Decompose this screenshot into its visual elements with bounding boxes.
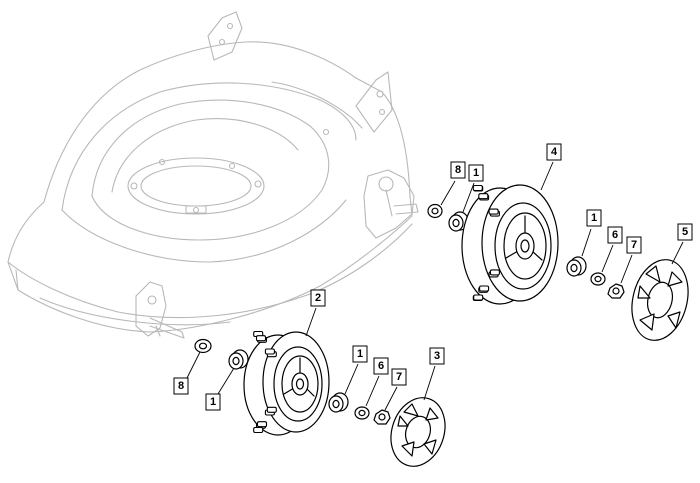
tread-lug [255, 335, 267, 342]
callout-8-front: 8 [173, 377, 189, 395]
washer-part-6-front [354, 406, 370, 420]
bushing-part-1-front-outer [328, 392, 349, 413]
tread-lug [478, 193, 489, 200]
callout-3: 3 [429, 347, 445, 365]
tread-lug [489, 269, 500, 276]
callout-1-rear-outer: 1 [586, 209, 602, 227]
tread-lug [266, 406, 277, 413]
callout-labels: 8 1 2 1 6 7 3 8 1 4 1 6 7 5 [173, 143, 693, 411]
hubcap-part-5 [631, 259, 689, 341]
tread-lug [253, 426, 264, 434]
callout-6-rear: 6 [607, 226, 623, 244]
callout-label: 6 [612, 229, 618, 241]
washer-part-6-rear [590, 272, 606, 286]
callout-7-rear: 7 [626, 236, 642, 254]
callout-label: 3 [434, 350, 440, 362]
tread-lug [479, 285, 490, 292]
hubcap-part-3 [390, 397, 446, 467]
nut-part-7-rear [607, 283, 625, 299]
callout-5: 5 [677, 223, 693, 241]
callout-1-front-outer: 1 [352, 345, 368, 363]
callout-7-front: 7 [391, 368, 407, 386]
callout-label: 7 [631, 239, 637, 251]
callout-label: 8 [178, 380, 184, 392]
callout-label: 4 [551, 146, 558, 158]
callout-label: 6 [378, 360, 384, 372]
callout-label: 8 [455, 164, 461, 176]
callout-1-front-inner: 1 [205, 393, 221, 411]
callout-6-front: 6 [373, 357, 389, 375]
callout-label: 1 [473, 167, 479, 179]
callout-label: 1 [210, 396, 216, 408]
tread-lug [472, 184, 483, 192]
tread-lug [264, 348, 275, 355]
tread-lug [488, 208, 499, 215]
leader-lines [186, 161, 684, 411]
rear-wheel-part-4 [461, 184, 559, 305]
callout-label: 1 [591, 212, 597, 224]
mower-deck [7, 11, 419, 339]
callout-label: 1 [357, 348, 363, 360]
washer-part-8-rear [427, 203, 443, 219]
nut-part-7-front [373, 409, 391, 425]
callout-label: 7 [396, 371, 402, 383]
tread-lug [473, 294, 484, 301]
front-wheel-part-2 [243, 330, 330, 436]
callout-2: 2 [310, 289, 326, 307]
bushing-part-1-rear-outer [566, 256, 587, 277]
tread-lug [256, 421, 268, 428]
callout-8-rear: 8 [450, 161, 466, 179]
callout-1-rear-inner: 1 [468, 164, 484, 182]
callout-label: 5 [682, 226, 688, 238]
bushing-part-1-front-inner [228, 349, 249, 370]
washer-part-8-front [194, 338, 212, 354]
callout-label: 2 [315, 292, 321, 304]
callout-4: 4 [546, 143, 562, 161]
